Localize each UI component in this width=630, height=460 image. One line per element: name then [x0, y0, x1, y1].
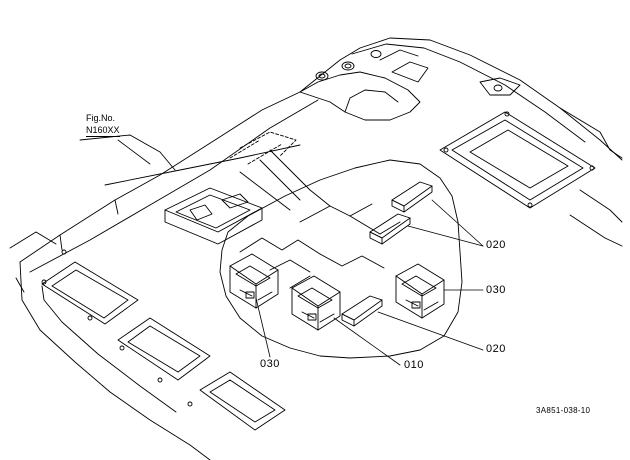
switch-area-outline: [220, 160, 462, 358]
callout-020-lower: 020: [486, 343, 506, 355]
switch-center: [292, 276, 340, 330]
figure-ref-label: Fig.No.: [86, 113, 116, 123]
figure-reference: Fig.No. N160XX: [86, 112, 120, 137]
panel-outline: [20, 38, 622, 460]
switch-left: [230, 254, 278, 308]
callout-010: 010: [404, 359, 424, 371]
callout-030-right: 030: [486, 284, 506, 296]
top-bracket: [300, 50, 520, 120]
hidden-edges: [230, 132, 296, 164]
wiring-harness: [240, 150, 400, 288]
figure-ref-number: N160XX: [86, 125, 120, 137]
right-opening: [440, 108, 622, 246]
left-panel-openings: [10, 232, 285, 430]
leader-lines: [118, 140, 483, 365]
callout-030-left: 030: [260, 358, 280, 370]
drawing-id: 3A851-038-10: [536, 406, 591, 415]
switch-cover-upper: [392, 182, 432, 212]
switch-cover-middle: [370, 214, 410, 244]
callout-020-upper: 020: [486, 239, 506, 251]
switch-cover-lower: [342, 296, 382, 326]
switch-right: [396, 264, 444, 318]
